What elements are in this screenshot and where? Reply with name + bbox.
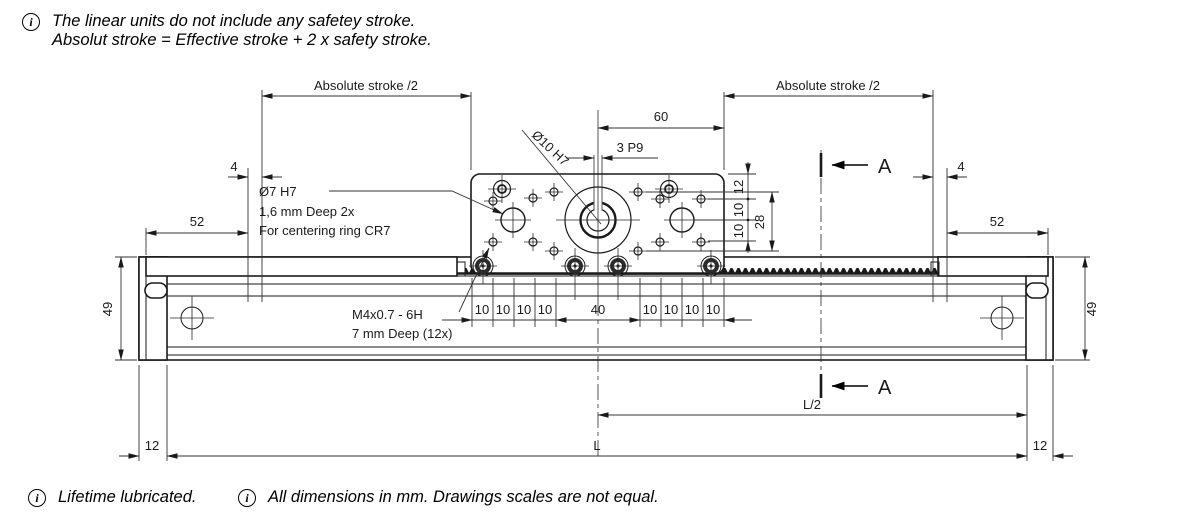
left-cap-slot xyxy=(144,282,168,299)
top-note-line2: Absolut stroke = Effective stroke + 2 x … xyxy=(52,31,432,49)
clamp-screw xyxy=(561,248,589,300)
dim-label: 3 P9 xyxy=(617,140,644,155)
top-note-line1: The linear units do not include any safe… xyxy=(52,12,416,30)
dim-28: 28 xyxy=(646,191,779,252)
dim-label: 10 xyxy=(685,302,699,317)
dim-label: 52 xyxy=(190,214,204,229)
right-cover-strip xyxy=(937,256,1049,277)
dim-label: 49 xyxy=(1084,302,1099,316)
section-label-bottom: A xyxy=(878,377,892,399)
m4-hole xyxy=(629,183,647,201)
dim-label: 40 xyxy=(591,302,605,317)
dim-label: 10 xyxy=(475,302,489,317)
m4-hole xyxy=(484,233,502,251)
m4-hole xyxy=(651,233,669,251)
m4-hole xyxy=(545,242,563,260)
m4-hole xyxy=(524,233,542,251)
dim-label: 10 xyxy=(731,224,746,238)
centering-hole-right xyxy=(664,202,700,238)
dim-label: For centering ring CR7 xyxy=(259,223,391,238)
section-line-a: A A xyxy=(819,150,892,399)
m4-hole xyxy=(651,190,669,208)
dim-label: 10 xyxy=(706,302,720,317)
bottom-note-right-text: All dimensions in mm. Drawings scales ar… xyxy=(268,488,659,506)
info-icon: i xyxy=(238,489,256,507)
dim-label: 12 xyxy=(145,438,159,453)
dim-length-row: 12 L 12 xyxy=(119,365,1073,461)
left-end-hole xyxy=(170,296,214,340)
dim-label: M4x0.7 - 6H xyxy=(352,307,423,322)
dim-label: 60 xyxy=(654,109,668,124)
info-icon: i xyxy=(22,13,40,31)
dim-label: Ø7 H7 xyxy=(259,184,297,199)
dim-49-left: 49 xyxy=(100,256,137,361)
dim-4-right: 4 xyxy=(913,159,967,302)
clamp-screw xyxy=(604,248,632,300)
m4-hole xyxy=(545,183,563,201)
dim-label: 28 xyxy=(752,215,767,229)
m4-hole xyxy=(524,189,542,207)
dim-label: 4 xyxy=(230,159,237,174)
dim-label: 1,6 mm Deep 2x xyxy=(259,204,355,219)
dim-absolute-stroke-right: Absolute stroke /2 xyxy=(723,78,934,302)
right-cap-slot xyxy=(1025,282,1049,299)
dim-label: Ø10 H7 xyxy=(529,127,572,169)
label-centering-ring: Ø7 H7 1,6 mm Deep 2x For centering ring … xyxy=(259,184,504,238)
dim-label: 10 xyxy=(538,302,552,317)
dim-label: 52 xyxy=(990,214,1004,229)
dim-3p9: 3 P9 xyxy=(566,140,658,161)
m4-hole xyxy=(692,190,710,208)
dim-label: 49 xyxy=(100,302,115,316)
bottom-note-left-text: Lifetime lubricated. xyxy=(58,488,197,506)
top-note-text: The linear units do not include any safe… xyxy=(52,12,432,50)
dim-label: 7 mm Deep (12x) xyxy=(352,326,452,341)
m4-hole xyxy=(484,192,502,210)
dim-label: 10 xyxy=(517,302,531,317)
dim-l-half: L/2 xyxy=(597,397,1028,418)
label-m4-thread: M4x0.7 - 6H 7 mm Deep (12x) xyxy=(352,247,490,341)
m4-hole xyxy=(692,233,710,251)
dim-label: L xyxy=(593,438,600,453)
dim-60: 60 xyxy=(597,109,725,131)
m4-thread-holes xyxy=(484,183,710,260)
right-end-hole xyxy=(980,296,1024,340)
dim-vertical-stack: 12 10 10 xyxy=(695,162,756,253)
bottom-note-right: i All dimensions in mm. Drawings scales … xyxy=(238,488,659,507)
dim-absolute-stroke-left: Absolute stroke /2 xyxy=(261,78,472,302)
dim-label: 12 xyxy=(1033,438,1047,453)
section-label-top: A xyxy=(878,156,892,178)
centering-hole-left xyxy=(495,202,531,238)
carriage-top-view xyxy=(457,110,938,459)
dim-hole-chain: 10 10 10 10 40 10 10 10 10 xyxy=(442,278,752,327)
left-cover-strip xyxy=(145,256,458,277)
bottom-note-left: i Lifetime lubricated. xyxy=(28,488,197,507)
dim-label: Absolute stroke /2 xyxy=(314,78,418,93)
dim-label: Absolute stroke /2 xyxy=(776,78,880,93)
dim-52-right: 52 xyxy=(946,214,1049,255)
dim-label: 10 xyxy=(643,302,657,317)
access-hole-right xyxy=(655,175,683,203)
dim-52-left: 52 xyxy=(145,214,249,255)
dim-label: 10 xyxy=(664,302,678,317)
clamp-screw xyxy=(697,250,725,284)
belt-clamp-screws xyxy=(469,248,725,300)
dim-label: L/2 xyxy=(803,397,821,412)
info-icon: i xyxy=(28,489,46,507)
dim-label: 10 xyxy=(496,302,510,317)
dim-label: 4 xyxy=(957,159,964,174)
top-info-note: i The linear units do not include any sa… xyxy=(22,12,432,50)
access-hole-left xyxy=(488,175,516,203)
dim-label: 10 xyxy=(731,203,746,217)
dim-label: 12 xyxy=(731,180,746,194)
dim-49-right: 49 xyxy=(1055,256,1099,361)
m4-hole xyxy=(629,242,647,260)
